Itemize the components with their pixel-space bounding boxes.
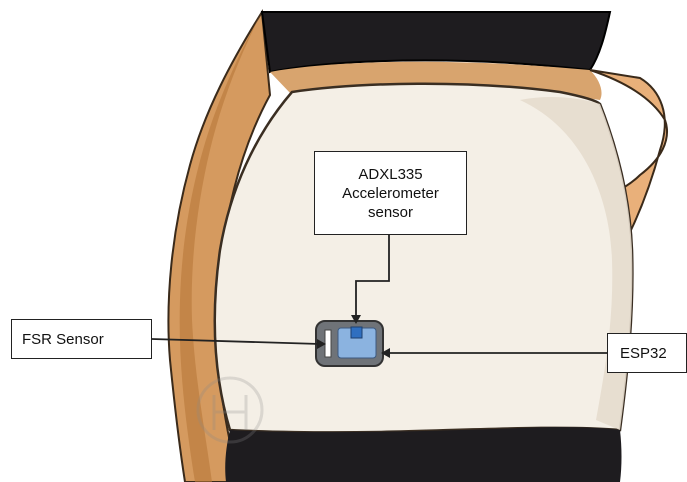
adxl335-chip <box>351 327 362 338</box>
fsr-sensor-label: FSR Sensor <box>22 330 104 349</box>
adxl335-label-box: ADXL335 Accelerometer sensor <box>314 151 467 235</box>
esp32-label: ESP32 <box>620 344 667 363</box>
adxl335-label-line1: ADXL335 <box>358 165 422 184</box>
fsr-sensor-label-box: FSR Sensor <box>11 319 152 359</box>
adxl335-label-line3: sensor <box>368 203 413 222</box>
esp32-label-box: ESP32 <box>607 333 687 373</box>
black-pants <box>225 427 621 482</box>
adxl335-label-line2: Accelerometer <box>342 184 439 203</box>
fsr-strip <box>325 330 331 357</box>
sensor-device <box>316 321 383 366</box>
